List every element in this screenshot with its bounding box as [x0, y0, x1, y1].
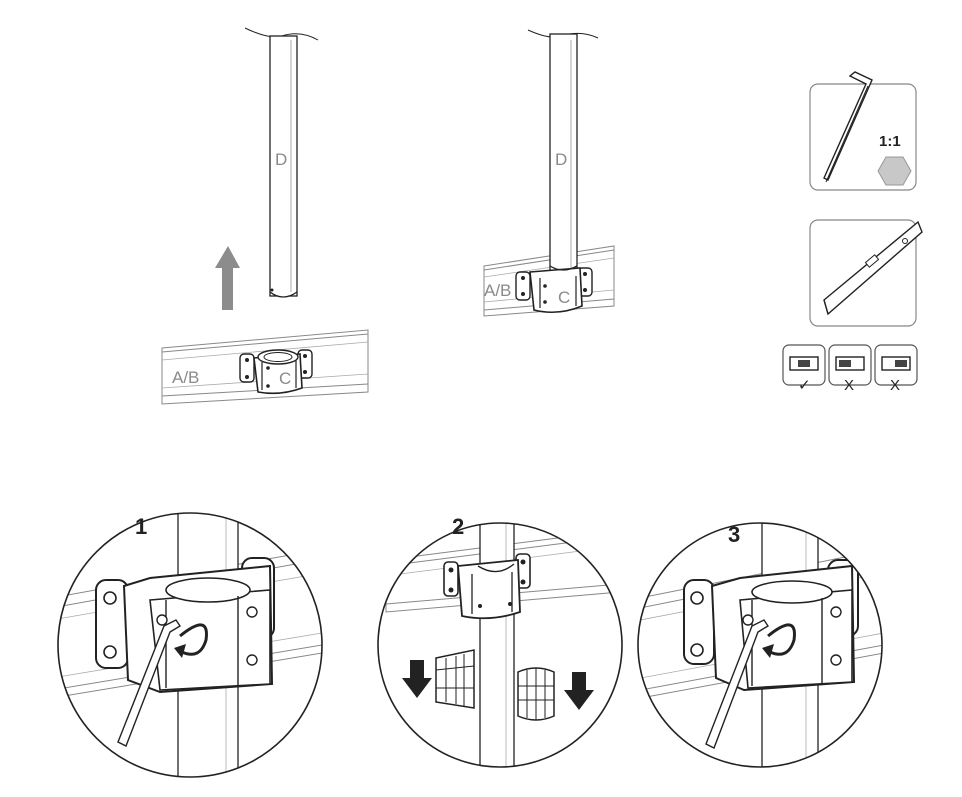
up-arrow-icon — [215, 246, 240, 310]
level-bad-1: X — [828, 344, 872, 394]
pole-d: D — [244, 27, 319, 298]
level-check-row: ✓ X X — [782, 344, 918, 394]
step-1-detail: 1 — [57, 512, 323, 778]
clamp-label: C — [279, 369, 291, 388]
level-check-bad-2: X — [890, 377, 900, 394]
allen-key-panel: 1:1 — [809, 71, 917, 191]
rotate-arrow-icon — [762, 623, 796, 658]
step-2-detail: 2 — [377, 514, 623, 768]
spirit-level-icon — [823, 220, 923, 316]
clamp-c: C — [239, 349, 313, 395]
rail-label-2: A/B — [484, 281, 511, 300]
rail-label: A/B — [172, 368, 199, 387]
pole-d-2: D — [549, 33, 578, 275]
down-arrow-icon — [564, 672, 594, 710]
allen-key-icon — [705, 619, 769, 749]
cover-insert-left — [435, 649, 475, 709]
pole-inserted-illustration: A/B D C — [483, 29, 615, 317]
rotate-arrow-icon — [174, 623, 208, 658]
pole-lift-illustration: D A/B C — [161, 27, 369, 405]
allen-key-icon — [823, 71, 873, 183]
clamp-label-2: C — [558, 288, 570, 307]
scale-label: 1:1 — [879, 133, 901, 150]
level-ok: ✓ — [782, 344, 826, 394]
hex-nut-icon — [877, 156, 912, 186]
level-check-bad-1: X — [844, 377, 854, 394]
level-bad-2: X — [874, 344, 918, 394]
spirit-level-panel — [809, 219, 923, 327]
step-number-1: 1 — [135, 514, 147, 539]
step-3-detail: 3 — [637, 522, 883, 768]
pole-label-2: D — [555, 150, 567, 169]
down-arrow-icon — [402, 660, 432, 698]
pole-label: D — [275, 150, 287, 169]
step-number-2: 2 — [452, 514, 464, 539]
allen-key-icon — [117, 619, 181, 747]
cover-insert-right — [517, 667, 555, 721]
step-number-3: 3 — [728, 522, 740, 547]
clamp-c-2: C — [515, 265, 593, 314]
level-check-ok: ✓ — [798, 377, 811, 394]
